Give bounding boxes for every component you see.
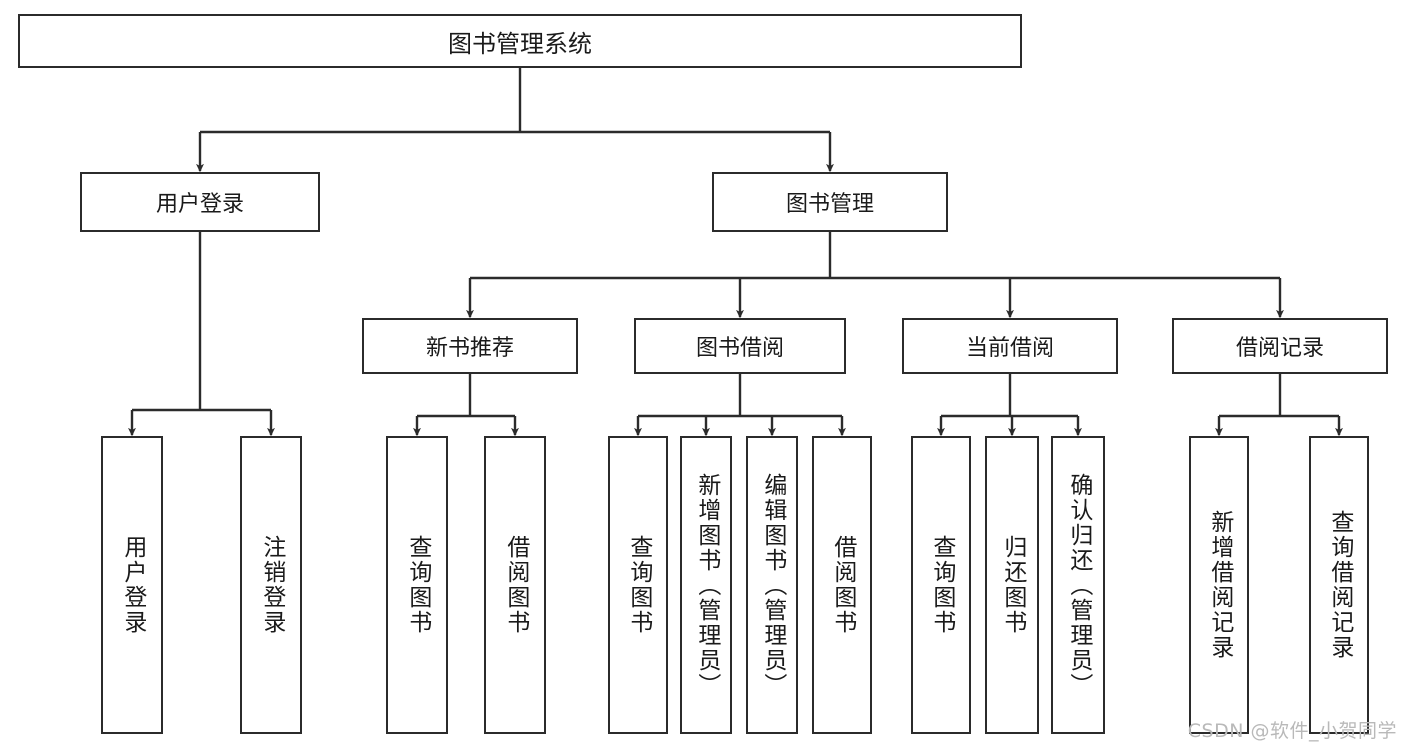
node-label: 新书推荐 <box>425 336 514 361</box>
node-label: 查询图书 <box>928 535 955 635</box>
node-label: 当前借阅 <box>965 336 1054 361</box>
node-leaf-confirm-return[interactable]: 确认归还（管理员） <box>1051 436 1105 734</box>
node-label: 借阅图书 <box>502 535 529 635</box>
node-label: 查询图书 <box>404 535 431 635</box>
node-leaf-query-book-cur[interactable]: 查询图书 <box>911 436 971 734</box>
node-leaf-user-login[interactable]: 用户登录 <box>101 436 163 734</box>
node-label: 确认归还（管理员） <box>1065 472 1092 698</box>
node-label: 新增图书（管理员） <box>693 472 720 698</box>
csdn-watermark: CSDN @软件_小贺同学 <box>1187 720 1397 742</box>
node-label: 注销登录 <box>258 535 285 635</box>
node-book-manage[interactable]: 图书管理 <box>712 172 948 232</box>
node-label: 图书管理系统 <box>448 29 592 58</box>
node-new-book-rec[interactable]: 新书推荐 <box>362 318 578 374</box>
node-current-borrow[interactable]: 当前借阅 <box>902 318 1118 374</box>
node-label: 查询借阅记录 <box>1326 510 1353 660</box>
node-borrow-record[interactable]: 借阅记录 <box>1172 318 1388 374</box>
node-user-login[interactable]: 用户登录 <box>80 172 320 232</box>
node-leaf-add-book[interactable]: 新增图书（管理员） <box>680 436 732 734</box>
node-leaf-query-book-bor[interactable]: 查询图书 <box>608 436 668 734</box>
node-label: 用户登录 <box>155 192 244 217</box>
node-label: 图书管理 <box>785 192 874 217</box>
node-leaf-return-book[interactable]: 归还图书 <box>985 436 1039 734</box>
node-leaf-query-book-rec[interactable]: 查询图书 <box>386 436 448 734</box>
node-leaf-query-record[interactable]: 查询借阅记录 <box>1309 436 1369 734</box>
node-book-borrow[interactable]: 图书借阅 <box>634 318 846 374</box>
node-label: 借阅图书 <box>829 535 856 635</box>
node-label: 用户登录 <box>119 535 146 635</box>
node-label: 借阅记录 <box>1235 336 1324 361</box>
node-label: 新增借阅记录 <box>1206 510 1233 660</box>
node-leaf-edit-book[interactable]: 编辑图书（管理员） <box>746 436 798 734</box>
node-label: 归还图书 <box>999 535 1026 635</box>
node-leaf-borrow-book-bor[interactable]: 借阅图书 <box>812 436 872 734</box>
node-label: 编辑图书（管理员） <box>759 472 786 698</box>
node-leaf-borrow-book-rec[interactable]: 借阅图书 <box>484 436 546 734</box>
node-root[interactable]: 图书管理系统 <box>18 14 1022 68</box>
node-label: 图书借阅 <box>695 336 784 361</box>
node-leaf-add-record[interactable]: 新增借阅记录 <box>1189 436 1249 734</box>
node-leaf-logout[interactable]: 注销登录 <box>240 436 302 734</box>
node-label: 查询图书 <box>625 535 652 635</box>
